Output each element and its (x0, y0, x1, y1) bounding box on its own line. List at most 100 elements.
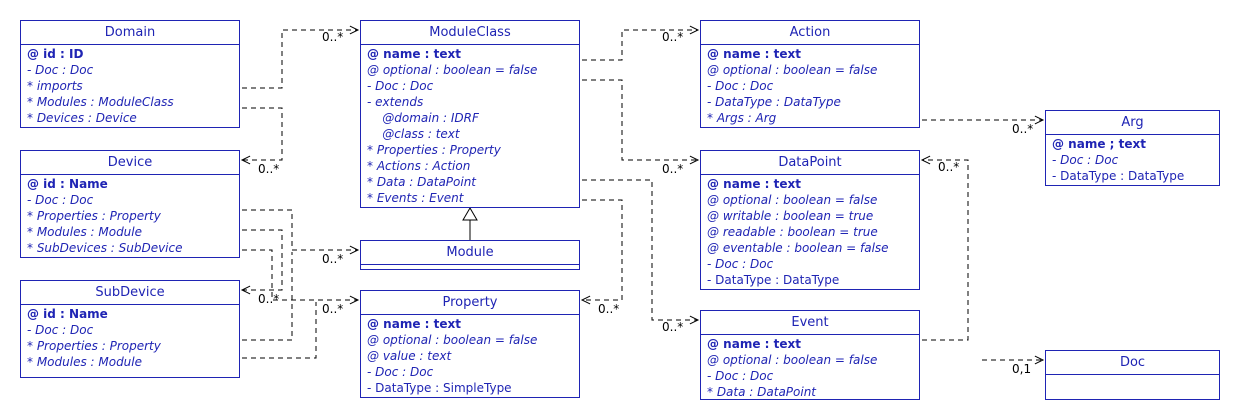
attribute: * Devices : Device (27, 111, 137, 125)
attribute: - Doc : Doc (707, 369, 774, 383)
connector-moduleclass-datapoint-arrowhead (689, 155, 700, 165)
multiplicity-device-property: 0..* (322, 302, 344, 316)
attribute: @ id : Name (27, 177, 108, 191)
class-domain[interactable]: Domain @ id : ID - Doc : Doc * imports * Mod… (20, 20, 240, 128)
class-name: Property (361, 291, 579, 315)
connector-subdevice-property (242, 302, 317, 359)
attribute: - Doc : Doc (367, 365, 434, 379)
attribute: @ writable : boolean = true (707, 209, 874, 223)
connector-event-datapoint (922, 159, 969, 341)
attribute: * Actions : Action (367, 159, 471, 173)
class-datapoint[interactable]: DataPoint @ name : text @ optional : boole… (700, 150, 920, 290)
connector-device-subdevice (242, 229, 283, 291)
connector-device-property-arrowhead (349, 295, 360, 305)
attribute-list: @ name : text@ optional : boolean = fals… (361, 45, 579, 208)
attribute: * Args : Arg (707, 111, 777, 125)
class-property[interactable]: Property @ name : text @ optional : boolea… (360, 290, 580, 398)
attribute: - extends (367, 95, 424, 109)
connector-domain-moduleclass-arrowhead (349, 25, 360, 35)
attribute: * Properties : Property (367, 143, 501, 157)
attribute: - Doc : Doc (707, 79, 774, 93)
attribute: @ name : text (707, 47, 801, 61)
connector-device-module (242, 209, 358, 251)
class-name: ModuleClass (361, 21, 579, 45)
attribute: @ name ; text (1052, 137, 1146, 151)
attribute: - Doc : Doc (367, 79, 434, 93)
attribute: - Doc : Doc (27, 63, 94, 77)
attribute: @ optional : boolean = false (367, 333, 538, 347)
multiplicity-moduleclass-event: 0..* (662, 320, 684, 334)
class-name: DataPoint (701, 151, 919, 175)
attribute: - DataType : SimpleType (367, 381, 512, 395)
attribute-list: @ id : ID - Doc : Doc * imports * Modules :… (21, 45, 239, 128)
class-name: Event (701, 311, 919, 335)
attribute-list: @ name ; text - Doc : Doc - DataType : Dat… (1046, 135, 1219, 186)
connector-moduleclass-event (582, 179, 698, 321)
attribute: * Events : Event (367, 191, 464, 205)
attribute-list: @ id : Name- Doc : Doc* Properties : Pro… (21, 305, 239, 372)
class-subdevice[interactable]: SubDevice@ id : Name- Doc : Doc* Propert… (20, 280, 240, 378)
class-event[interactable]: Event@ name : text@ optional : boolean =… (700, 310, 920, 400)
attribute: * Properties : Property (27, 339, 161, 353)
class-device[interactable]: Device@ id : Name- Doc : Doc* Properties… (20, 150, 240, 258)
class-name: Arg (1046, 111, 1219, 135)
multiplicity-event-datapoint: 0..* (938, 160, 960, 174)
connector-event-datapoint-arrowhead (920, 155, 931, 165)
attribute: @ name : text (367, 47, 461, 61)
class-action[interactable]: Action @ name : text @ optional : boolean … (700, 20, 920, 128)
attribute: - DataType : DataType (1052, 169, 1185, 183)
attribute: * SubDevices : SubDevice (27, 241, 183, 255)
attribute: - Doc : Doc (27, 193, 94, 207)
attribute: @ id : ID (27, 47, 84, 61)
attribute: * Modules : Module (27, 225, 143, 239)
connector-device-module-arrowhead (349, 245, 360, 255)
connector-domain-moduleclass (242, 29, 358, 89)
attribute: @ name : text (367, 317, 461, 331)
connector-device-property (242, 249, 358, 301)
class-arg[interactable]: Arg @ name ; text - Doc : Doc - DataType : … (1045, 110, 1220, 186)
connector-doc-arrowhead (1034, 355, 1045, 365)
multiplicity-domain-moduleclass: 0..* (322, 30, 344, 44)
attribute: * imports (27, 79, 83, 93)
attribute-list: @ id : Name - Doc : Doc * Properties : Pro… (21, 175, 239, 258)
multiplicity-domain-device: 0..* (258, 162, 280, 176)
multiplicity-doc: 0,1 (1012, 362, 1032, 376)
connector-action-arg-arrowhead (1034, 115, 1045, 125)
connector-moduleclass-action (582, 29, 698, 61)
multiplicity-action-arg: 0..* (1012, 122, 1034, 136)
connector-domain-device-arrowhead (240, 155, 251, 165)
class-module[interactable]: Module (360, 240, 580, 270)
class-name: Domain (21, 21, 239, 45)
attribute: @ optional : boolean = false (707, 63, 878, 77)
class-name: Doc (1046, 351, 1219, 375)
attribute: @ optional : boolean = false (707, 193, 878, 207)
attribute: - DataType : DataType (707, 273, 840, 287)
generalization-triangle (462, 207, 478, 221)
class-name: Action (701, 21, 919, 45)
class-doc[interactable]: Doc (1045, 350, 1220, 400)
attribute: * Modules : ModuleClass (27, 95, 174, 109)
connector-subdevice-module (242, 252, 293, 341)
attribute: - Doc : Doc (707, 257, 774, 271)
attribute: @ optional : boolean = false (707, 353, 878, 367)
attribute: * Modules : Module (27, 355, 143, 369)
connector-moduleclass-datapoint (582, 79, 698, 161)
multiplicity-device-subdevice: 0..* (258, 292, 280, 306)
multiplicity-device-module: 0..* (322, 252, 344, 266)
multiplicity-moduleclass-datapoint: 0..* (662, 162, 684, 176)
connector-moduleclass-action-arrowhead (689, 25, 700, 35)
multiplicity-moduleclass-property: 0..* (598, 302, 620, 316)
class-moduleclass[interactable]: ModuleClass@ name : text@ optional : boo… (360, 20, 580, 208)
class-name: SubDevice (21, 281, 239, 305)
attribute: @ name : text (707, 177, 801, 191)
attribute: * Properties : Property (27, 209, 161, 223)
class-name: Module (361, 241, 579, 265)
attribute: - Doc : Doc (1052, 153, 1119, 167)
attribute: @domain : IDRF (367, 111, 479, 125)
attribute: @ value : text (367, 349, 452, 363)
connector-moduleclass-event-arrowhead (689, 315, 700, 325)
connector-moduleclass-property-arrowhead (580, 295, 591, 305)
attribute-list: @ name : text @ optional : boolean = fals… (701, 175, 919, 290)
